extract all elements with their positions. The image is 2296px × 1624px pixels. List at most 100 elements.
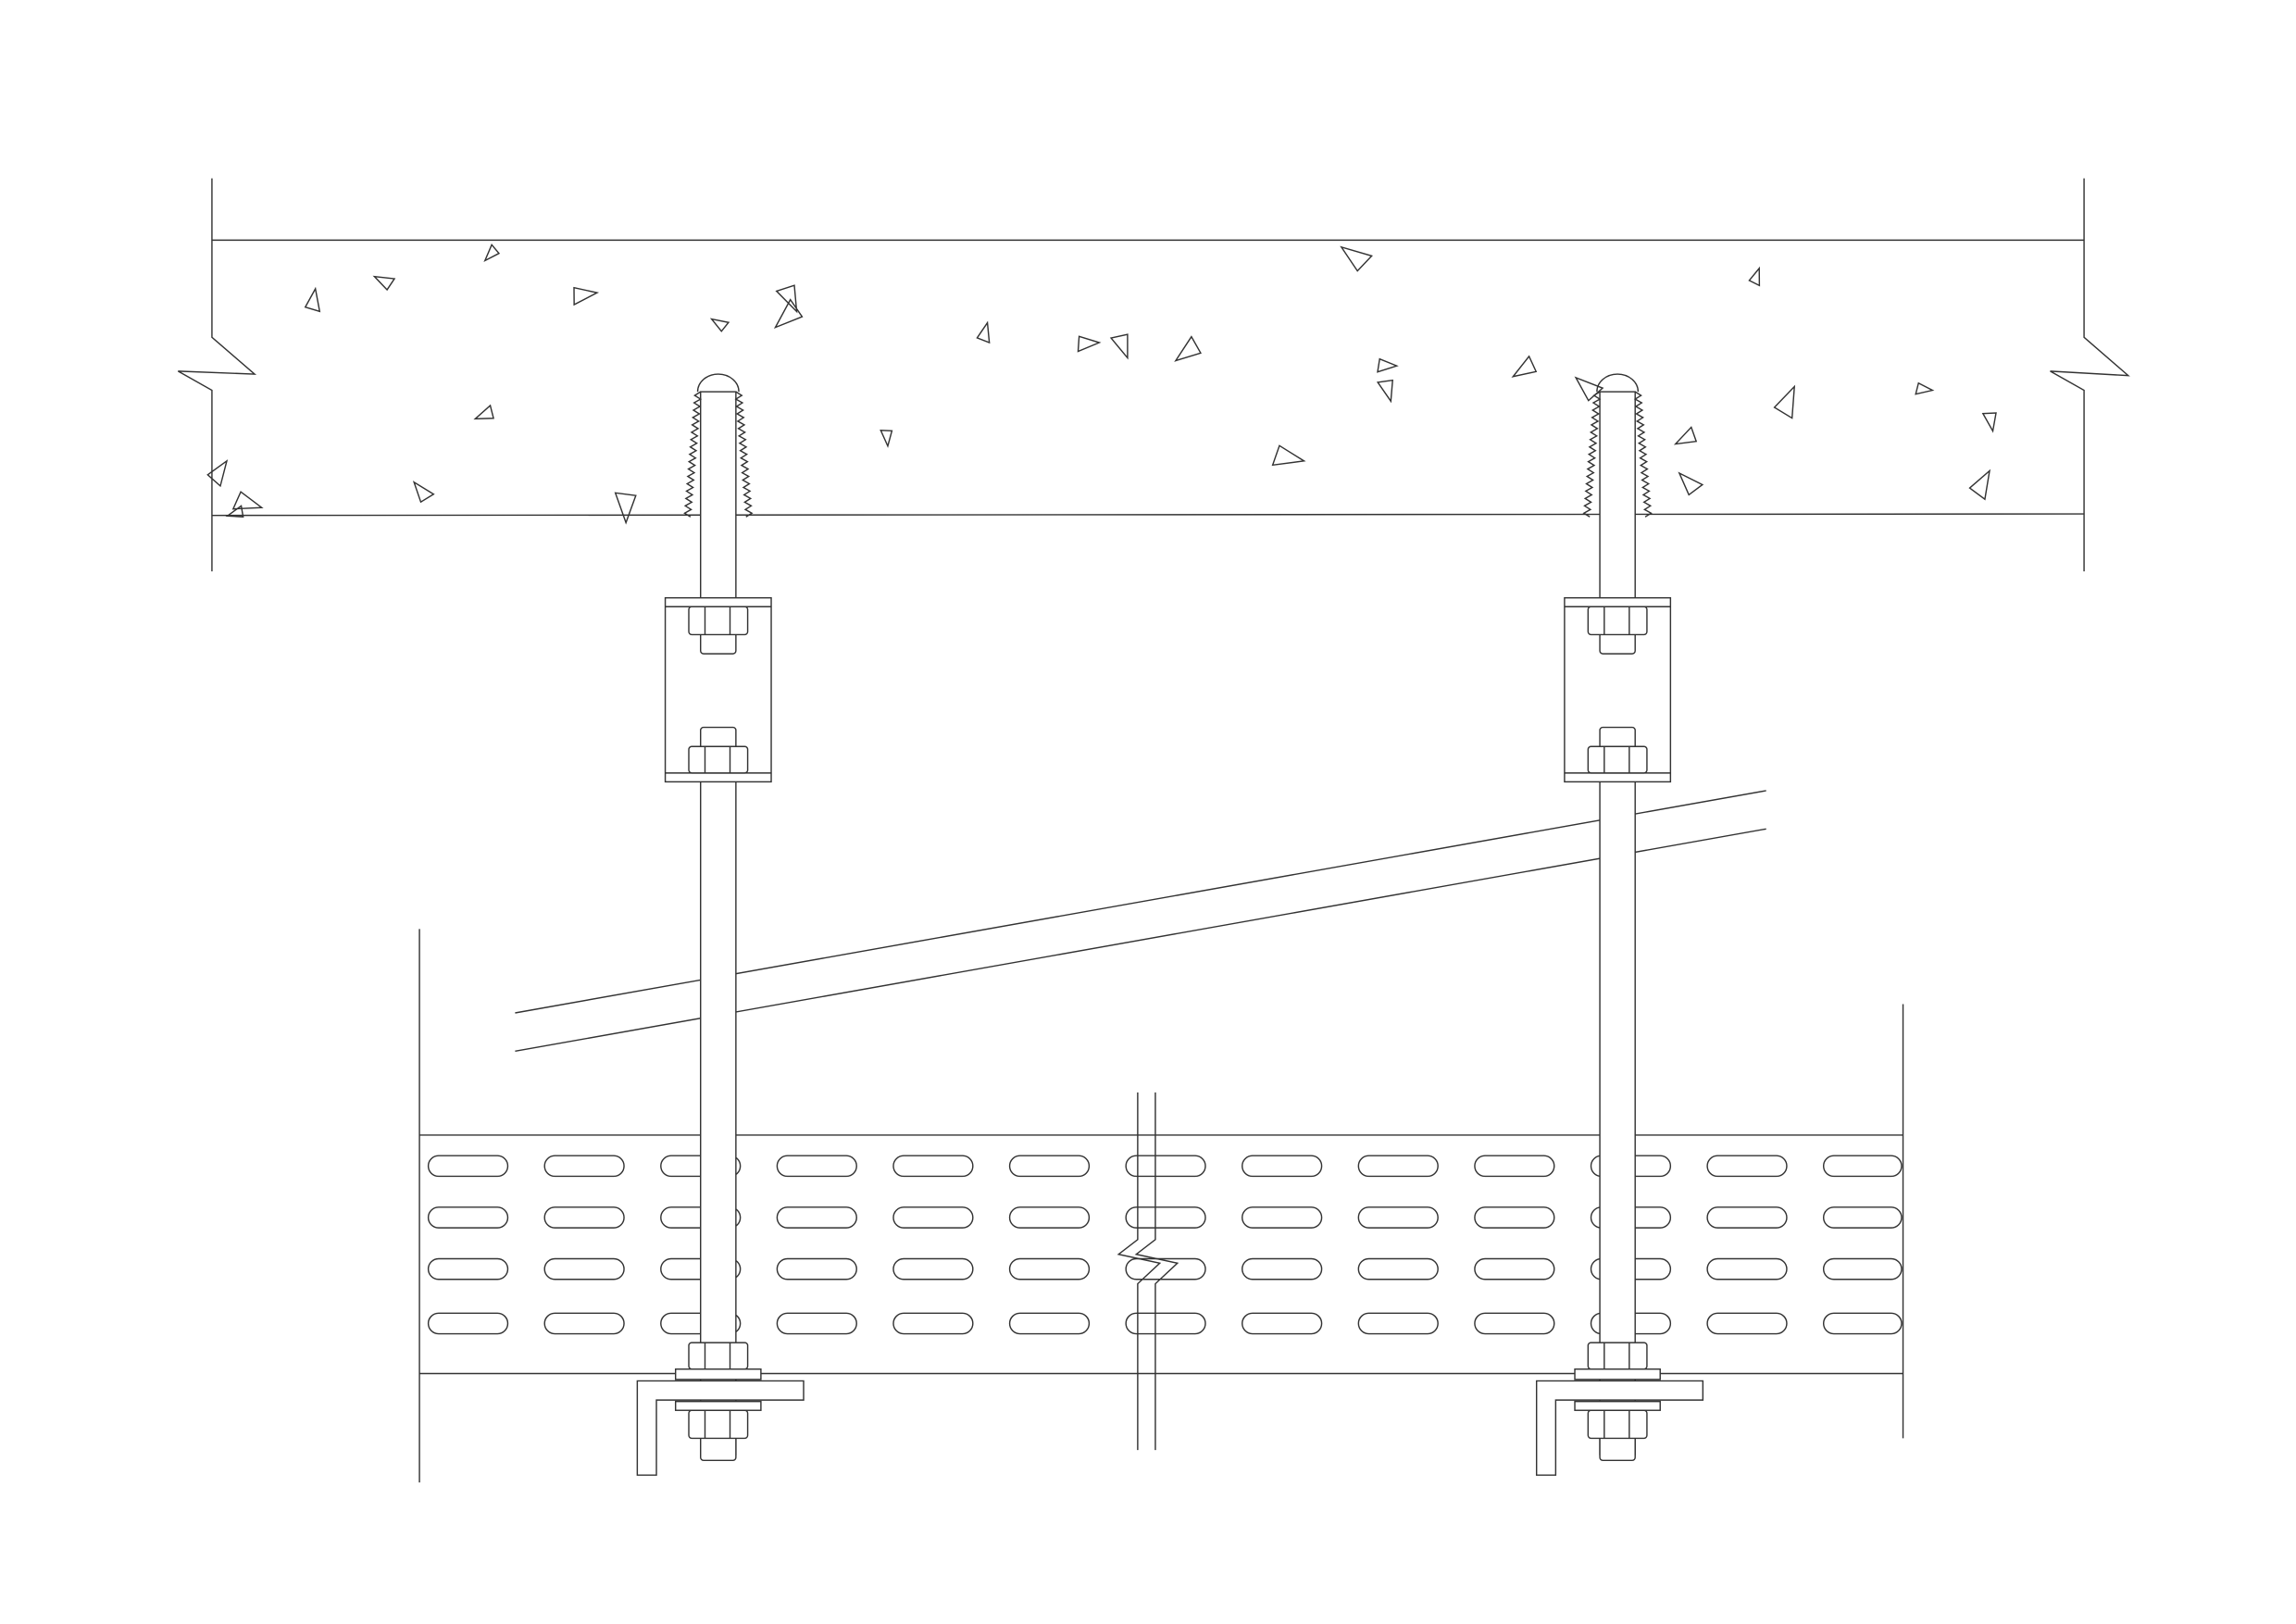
tray-slot <box>1008 1312 1091 1335</box>
tray-slot <box>1706 1155 1788 1178</box>
anchor-bolt-assembly <box>1535 373 1704 1476</box>
anchor-cap <box>1596 373 1640 393</box>
aggregate-triangle <box>483 243 501 263</box>
threaded-rod <box>1599 391 1636 1455</box>
tray-slot <box>892 1155 974 1178</box>
concrete-slab <box>178 178 2130 572</box>
tray-slot <box>776 1312 857 1335</box>
aggregate-triangle <box>976 320 991 344</box>
aggregate-triangle <box>372 275 396 292</box>
tray-slot <box>543 1155 625 1178</box>
aggregate-triangle <box>304 286 321 313</box>
aggregate-triangle <box>1748 266 1761 287</box>
tray-slot <box>1706 1257 1788 1280</box>
aggregate-triangle <box>1271 444 1306 467</box>
tray-slot <box>1125 1257 1206 1280</box>
tray-slot <box>1008 1206 1091 1229</box>
hex-nut <box>688 745 749 774</box>
tray-slot <box>1822 1257 1903 1280</box>
aggregate-triangle <box>231 491 264 510</box>
aggregate-triangle <box>1673 426 1698 445</box>
washer <box>1574 1400 1661 1411</box>
tray-slot <box>1357 1155 1439 1178</box>
tray-slot <box>1822 1206 1903 1229</box>
aggregate-triangle <box>1376 379 1394 404</box>
aggregate-triangle <box>412 481 435 504</box>
aggregate-triangle <box>773 298 804 330</box>
anchor-sleeve-teeth <box>734 391 754 518</box>
tray-slot <box>1474 1312 1555 1335</box>
tray-slot <box>776 1206 857 1229</box>
aggregate-triangle <box>1968 468 1991 501</box>
aggregate-triangle <box>1077 335 1102 353</box>
aggregate-triangle <box>1511 355 1538 378</box>
tray-slot <box>543 1312 625 1335</box>
tray-slot <box>776 1257 857 1280</box>
hex-nut <box>1587 745 1648 774</box>
washer <box>674 1400 762 1411</box>
tray-slot <box>1125 1312 1206 1335</box>
tray-slot <box>1706 1206 1788 1229</box>
tray-slot <box>1125 1206 1206 1229</box>
tray-slot <box>1242 1206 1323 1229</box>
tray-slot <box>427 1155 509 1178</box>
tray-slot <box>1474 1257 1555 1280</box>
tray-slot <box>1357 1257 1439 1280</box>
tray-slot <box>543 1206 625 1229</box>
tray-slot <box>1008 1155 1091 1178</box>
aggregate-triangle <box>614 492 637 525</box>
hex-nut <box>688 606 749 636</box>
tray-slot <box>427 1257 509 1280</box>
tray-slot <box>1242 1155 1323 1178</box>
tray-slot <box>427 1312 509 1335</box>
aggregate-triangles <box>206 243 1997 525</box>
tray-slot <box>1242 1257 1323 1280</box>
tray-slots <box>427 1155 1903 1335</box>
tray-slot <box>1125 1155 1206 1178</box>
angle-bracket <box>636 1380 805 1476</box>
washer <box>1574 1368 1661 1380</box>
tray-slot <box>892 1257 974 1280</box>
aggregate-triangle <box>225 505 244 518</box>
hex-nut <box>688 1342 749 1370</box>
anchor-cap <box>696 373 740 393</box>
left-break-line <box>178 178 257 572</box>
tray-slot <box>1474 1155 1555 1178</box>
hex-nut <box>1587 1342 1648 1370</box>
hex-nut <box>688 1409 749 1440</box>
aggregate-triangle <box>1377 357 1399 373</box>
anchor-sleeve-teeth <box>1633 391 1653 518</box>
aggregate-triangle <box>1340 245 1373 272</box>
tray-slot <box>776 1155 857 1178</box>
break-symbol <box>1117 1092 1179 1451</box>
tray-slot <box>1008 1257 1091 1280</box>
anchor-sleeve-teeth <box>1582 391 1602 518</box>
threaded-rod <box>700 391 737 1455</box>
aggregate-triangle <box>1981 412 1997 433</box>
tray-slot <box>543 1257 625 1280</box>
tray-slot <box>1357 1312 1439 1335</box>
washer <box>674 1368 762 1380</box>
hex-nut <box>1587 606 1648 636</box>
aggregate-triangle <box>1574 376 1604 402</box>
aggregate-triangle <box>880 430 893 448</box>
aggregate-triangle <box>206 459 229 488</box>
aggregate-triangle <box>1109 333 1129 360</box>
tray-slot <box>1357 1206 1439 1229</box>
right-break-line <box>2050 178 2130 572</box>
tray-slot <box>892 1312 974 1335</box>
aggregate-triangle <box>1915 381 1935 395</box>
hex-nut <box>1587 1409 1648 1440</box>
aggregate-triangle <box>775 284 798 314</box>
tray-slot <box>427 1206 509 1229</box>
anchor-bolt-assembly <box>636 373 805 1476</box>
aggregate-triangle <box>1174 335 1202 362</box>
tray-slot <box>1242 1312 1323 1335</box>
tray-slot <box>1474 1206 1555 1229</box>
tray-slot <box>892 1206 974 1229</box>
tray-slot <box>1822 1155 1903 1178</box>
aggregate-triangle <box>709 318 730 332</box>
anchor-sleeve-teeth <box>683 391 703 518</box>
angle-bracket <box>1535 1380 1704 1476</box>
